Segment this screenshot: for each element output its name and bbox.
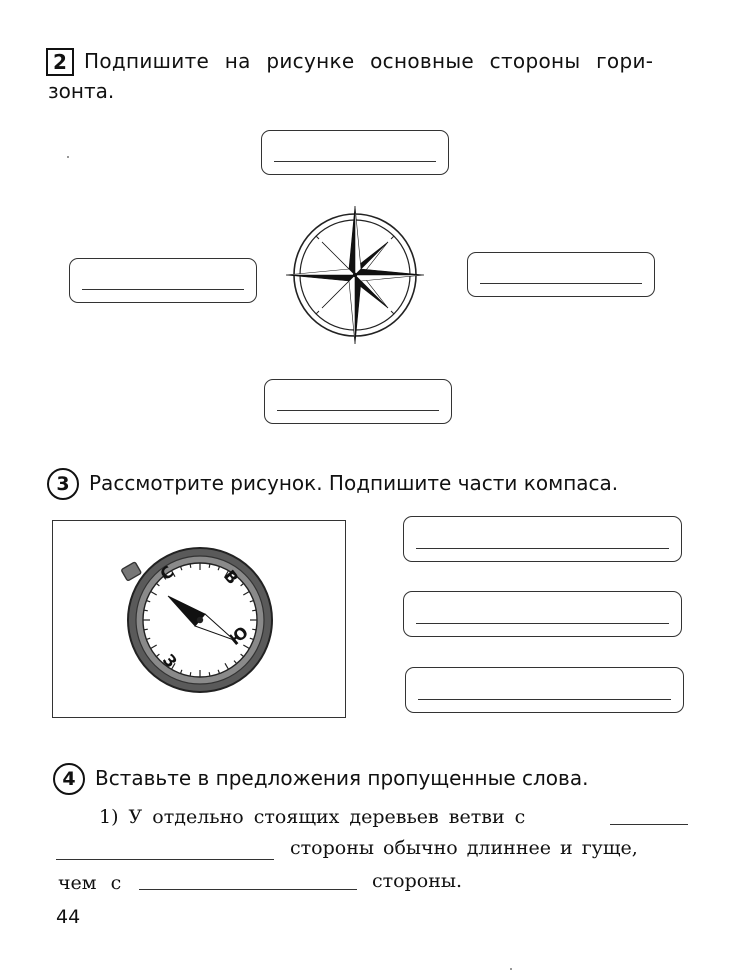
task-4-number: 4 <box>53 763 85 795</box>
compass-tick-mark <box>155 653 160 658</box>
compass-tick-mark <box>208 563 211 568</box>
task-2-title-line-1: Подпишите на рисунке основные стороны го… <box>84 49 654 73</box>
compass-tick-mark <box>208 672 211 677</box>
compass-tick-mark <box>243 644 250 650</box>
compass-part-answer-box-3[interactable] <box>405 667 684 713</box>
compass-tick-mark <box>150 644 157 650</box>
compass-tick-mark <box>224 570 230 577</box>
answer-line <box>274 161 436 162</box>
compass-picture-frame <box>52 520 346 718</box>
answer-box-south[interactable] <box>264 379 452 424</box>
task-3-number: 3 <box>47 468 79 500</box>
answer-line <box>277 410 439 411</box>
sentence-line-2: стороны обычно длиннее и гуще, <box>290 837 638 859</box>
compass-tick-mark <box>252 609 257 612</box>
compass-tick-mark <box>217 669 221 674</box>
compass-tick-mark <box>146 599 151 603</box>
compass-tick-mark <box>243 590 250 596</box>
scan-speck <box>510 968 512 970</box>
compass-icon: С В Ю З <box>121 547 273 693</box>
compass-tick-mark <box>233 660 238 665</box>
compass-tick-mark <box>143 609 148 612</box>
compass-tick-mark <box>146 637 151 641</box>
fill-blank-3[interactable] <box>139 889 357 890</box>
compass-tick-mark <box>189 672 192 677</box>
compass-tick-mark <box>170 570 176 577</box>
answer-line <box>480 283 642 284</box>
fill-blank-1[interactable] <box>610 824 688 825</box>
compass-tick-mark <box>162 660 167 665</box>
task-2-title: Подпишите на рисунке основные стороны го… <box>48 46 684 106</box>
compass-tick-mark <box>217 566 221 571</box>
fill-blank-2[interactable] <box>56 859 274 860</box>
task-3-title: Рассмотрите рисунок. Подпишите части ком… <box>89 471 619 495</box>
answer-box-north[interactable] <box>261 130 449 175</box>
compass-tick-mark <box>252 628 257 631</box>
scan-speck <box>67 156 69 158</box>
compass-tick-mark <box>240 653 245 658</box>
compass-rose-icon <box>285 205 425 345</box>
compass-tick-mark <box>170 663 176 670</box>
task-2-header: 2 Подпишите на рисунке основные стороны … <box>46 46 684 106</box>
compass-part-answer-box-2[interactable] <box>403 591 682 637</box>
answer-line <box>416 623 669 624</box>
answer-box-east[interactable] <box>467 252 655 297</box>
compass-tick-mark <box>155 582 160 587</box>
compass-tick-mark <box>143 628 148 631</box>
compass-tick-mark <box>249 637 254 641</box>
compass-tick-mark <box>249 599 254 603</box>
task-2-number: 2 <box>46 48 74 76</box>
task-4-header: 4 Вставьте в предложения пропущенные сло… <box>53 763 588 795</box>
compass-tick-mark <box>179 566 183 571</box>
sentence-line-3-start: чем с <box>58 872 122 894</box>
compass-part-answer-box-1[interactable] <box>403 516 682 562</box>
answer-box-west[interactable] <box>69 258 257 303</box>
compass-tick-mark <box>150 590 157 596</box>
answer-line <box>418 699 671 700</box>
compass-tick-mark <box>233 575 238 580</box>
compass-tick-mark <box>179 669 183 674</box>
page-number: 44 <box>56 906 81 928</box>
compass-tick-mark <box>240 582 245 587</box>
compass-tick-mark <box>224 663 230 670</box>
task-2-title-line-2: зонта. <box>48 79 115 103</box>
sentence-line-1: 1) У отдельно стоящих деревьев ветви с <box>99 806 526 828</box>
task-4-title: Вставьте в предложения пропущенные слова… <box>95 766 589 790</box>
compass-tick-mark <box>162 575 167 580</box>
answer-line <box>82 289 244 290</box>
compass-tick-mark <box>189 563 192 568</box>
answer-line <box>416 548 669 549</box>
task-3-header: 3 Рассмотрите рисунок. Подпишите части к… <box>47 468 618 500</box>
sentence-line-3-end: стороны. <box>372 870 463 892</box>
